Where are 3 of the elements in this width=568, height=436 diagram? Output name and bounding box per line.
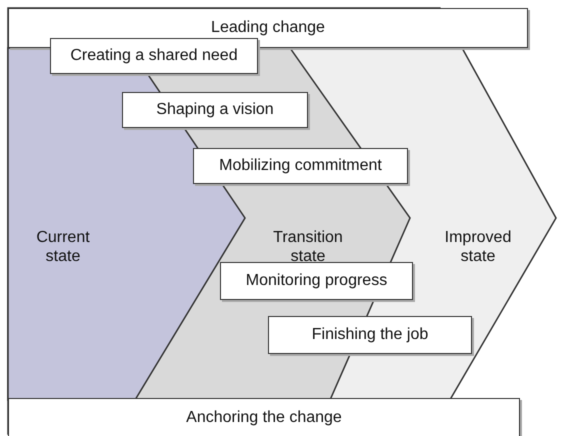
region-label: Improved state [444,228,512,266]
banner-bar: Anchoring the change [8,398,520,436]
region-label: Current state [35,228,91,266]
